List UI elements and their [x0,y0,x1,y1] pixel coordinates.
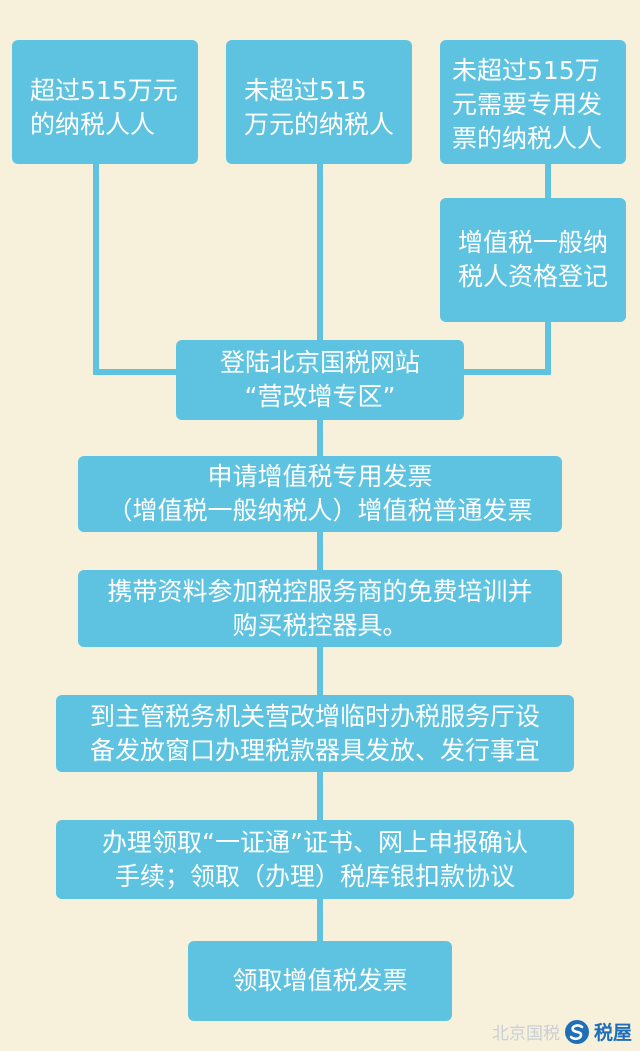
box-line: 购买税控器具。 [232,610,408,640]
box-line: 携带资料参加税控服务商的免费培训并 [107,576,533,606]
box-under-515: 未超过515 万元的纳税人 [226,40,412,164]
box-line: 办理领取“一证通”证书、网上申报确认 [102,827,528,857]
box-line: “营改增专区” [244,382,396,411]
box-line: 领取增值税发票 [232,966,408,995]
connector-top-left [93,160,178,375]
box-line: 增值税一般纳 [457,228,608,257]
box-line: 申请增值税专用发票 [207,462,433,491]
box-line: 未超过515 [244,76,367,105]
box-line: 万元的纳税人 [244,110,395,139]
box-line: 手续；领取（办理）税库银扣款协议 [114,861,515,891]
box-general-taxpayer-registration: 增值税一般纳 税人资格登记 [440,198,626,322]
box-line: （增值税一般纳税人）增值税普通发票 [107,496,533,525]
box-apply-invoice: 申请增值税专用发票 （增值税一般纳税人）增值税普通发票 [78,456,562,532]
shuiwu-logo-icon [564,1019,589,1044]
box-line: 的纳税人人 [30,110,156,139]
box-line: 税人资格登记 [457,262,608,291]
box-training: 携带资料参加税控服务商的免费培训并 购买税控器具。 [78,570,562,647]
box-device-issue: 到主管税务机关营改增临时办税服务厅设 备发放窗口办理税款器具发放、发行事宜 [56,695,574,772]
box-line: 到主管税务机关营改增临时办税服务厅设 [89,701,540,731]
box-receive-invoice: 领取增值税发票 [188,941,452,1021]
connector-registration [462,320,551,375]
watermark-account: 北京国税 [491,1024,560,1044]
watermark-brand: 税屋 [593,1022,632,1044]
box-under-515-special-invoice: 未超过515万 元需要专用发 票的纳税人人 [440,40,626,164]
box-line: 票的纳税人人 [452,124,603,153]
box-over-515: 超过515万元 的纳税人人 [12,40,198,164]
box-line: 登陆北京国税网站 [219,348,420,377]
box-login-website: 登陆北京国税网站 “营改增专区” [176,340,464,420]
box-line: 超过515万元 [30,76,178,105]
watermark: 北京国税 税屋 [492,1018,632,1045]
box-line: 元需要专用发 [452,90,603,119]
box-certificate: 办理领取“一证通”证书、网上申报确认 手续；领取（办理）税库银扣款协议 [56,820,574,899]
box-line: 未超过515万 [452,56,600,85]
box-line: 备发放窗口办理税款器具发放、发行事宜 [89,735,540,765]
